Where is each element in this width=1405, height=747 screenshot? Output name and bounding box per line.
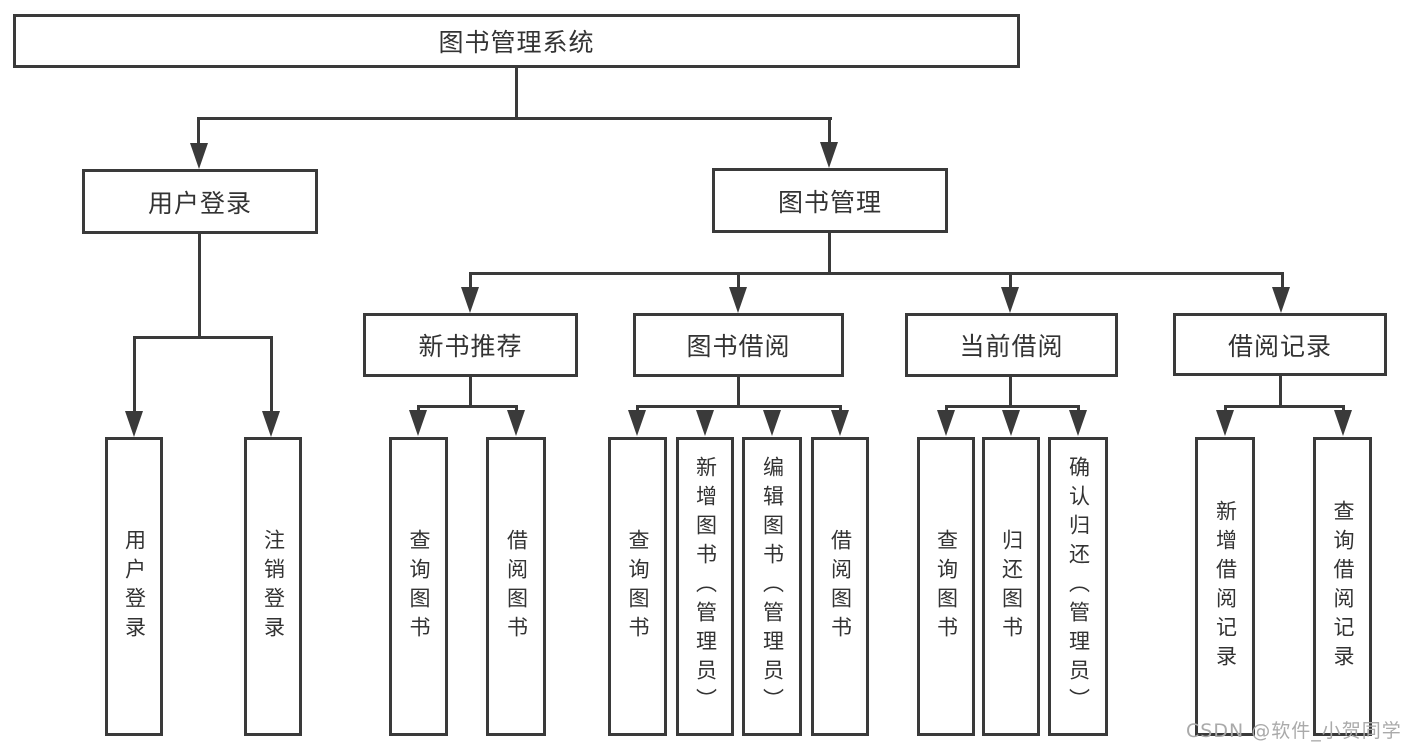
node-label: 借阅图书 [828, 528, 853, 645]
leaf-cb-confirm-return-admin: 确认归还（管理员） [1048, 437, 1108, 736]
connector-line [737, 272, 740, 289]
leaf-user-login: 用户登录 [105, 437, 163, 736]
arrowhead-icon [125, 411, 143, 437]
connector-line [737, 377, 740, 408]
connector-line [828, 117, 831, 145]
connector-line [945, 405, 948, 413]
node-label: 查询图书 [626, 528, 650, 645]
node-label: 编辑图书（管理员） [760, 456, 785, 717]
node-label: 注销登录 [261, 528, 286, 645]
arrowhead-icon [696, 410, 714, 436]
leaf-bb-edit-books-admin: 编辑图书（管理员） [742, 437, 802, 736]
connector-line [1009, 272, 1012, 289]
node-label: 借阅记录 [1227, 331, 1332, 361]
node-label: 图书管理系统 [438, 28, 595, 57]
arrowhead-icon [461, 287, 479, 313]
node-label: 归还图书 [999, 528, 1024, 645]
connector-line [636, 405, 842, 408]
arrowhead-icon [1334, 410, 1352, 436]
connector-line [198, 117, 832, 120]
arrowhead-icon [831, 410, 849, 436]
node-current-borrowing: 当前借阅 [905, 313, 1118, 377]
leaf-rec-query-books: 查询图书 [389, 437, 448, 736]
node-label: 查询借阅记录 [1331, 499, 1355, 674]
connector-line [1077, 405, 1080, 413]
connector-line [198, 234, 201, 338]
node-label: 新书推荐 [418, 332, 523, 361]
connector-line [417, 405, 518, 408]
node-label: 新增图书（管理员） [693, 456, 718, 717]
arrowhead-icon [628, 410, 646, 436]
connector-line [515, 405, 518, 413]
node-label: 借阅图书 [504, 528, 529, 645]
leaf-cb-query-books: 查询图书 [917, 437, 975, 736]
node-label: 查询图书 [407, 528, 431, 645]
connector-line [133, 336, 273, 339]
connector-line [469, 272, 472, 289]
node-label: 查询图书 [934, 528, 959, 645]
connector-line [417, 405, 420, 413]
node-label: 确认归还（管理员） [1066, 456, 1091, 717]
leaf-bb-borrow-books: 借阅图书 [811, 437, 869, 736]
connector-line [469, 377, 472, 408]
connector-line [1224, 405, 1227, 413]
node-user-login: 用户登录 [82, 169, 318, 234]
node-label: 新增借阅记录 [1213, 499, 1238, 674]
arrowhead-icon [729, 287, 747, 313]
arrowhead-icon [820, 142, 838, 168]
arrowhead-icon [1002, 410, 1020, 436]
arrowhead-icon [507, 410, 525, 436]
leaf-bb-query-books: 查询图书 [608, 437, 667, 736]
connector-line [1224, 405, 1345, 408]
connector-line [133, 336, 136, 413]
csdn-watermark: CSDN @软件_小贺同学 [1186, 720, 1402, 742]
leaf-rec-borrow-books: 借阅图书 [486, 437, 546, 736]
arrowhead-icon [262, 411, 280, 437]
arrowhead-icon [1272, 287, 1290, 313]
leaf-cb-return-books: 归还图书 [982, 437, 1040, 736]
arrowhead-icon [763, 410, 781, 436]
leaf-bb-add-books-admin: 新增图书（管理员） [676, 437, 734, 736]
leaf-br-query-record: 查询借阅记录 [1313, 437, 1372, 736]
connector-line [839, 405, 842, 413]
connector-line [515, 68, 518, 119]
leaf-logout: 注销登录 [244, 437, 302, 736]
node-borrowing-records: 借阅记录 [1173, 313, 1387, 376]
node-label: 图书借阅 [686, 332, 791, 361]
connector-line [1279, 376, 1282, 408]
connector-line [270, 336, 273, 413]
arrowhead-icon [190, 143, 208, 169]
connector-line [636, 405, 639, 413]
node-label: 当前借阅 [959, 332, 1064, 361]
node-label: 图书管理 [777, 187, 882, 217]
arrowhead-icon [1216, 410, 1234, 436]
node-label: 用户登录 [122, 528, 147, 645]
arrowhead-icon [937, 410, 955, 436]
connector-line [1009, 377, 1012, 408]
connector-line [945, 405, 1080, 408]
leaf-br-add-record: 新增借阅记录 [1195, 437, 1255, 736]
node-book-borrowing: 图书借阅 [633, 313, 844, 377]
connector-line [197, 117, 200, 146]
arrowhead-icon [409, 410, 427, 436]
connector-line [828, 233, 831, 274]
arrowhead-icon [1001, 287, 1019, 313]
node-new-book-recommend: 新书推荐 [363, 313, 578, 377]
connector-line [1342, 405, 1345, 413]
connector-line [1281, 272, 1284, 289]
connector-line [469, 272, 1284, 275]
node-book-management: 图书管理 [712, 168, 948, 233]
arrowhead-icon [1069, 410, 1087, 436]
node-label: 用户登录 [147, 188, 252, 218]
node-library-system: 图书管理系统 [13, 14, 1020, 68]
